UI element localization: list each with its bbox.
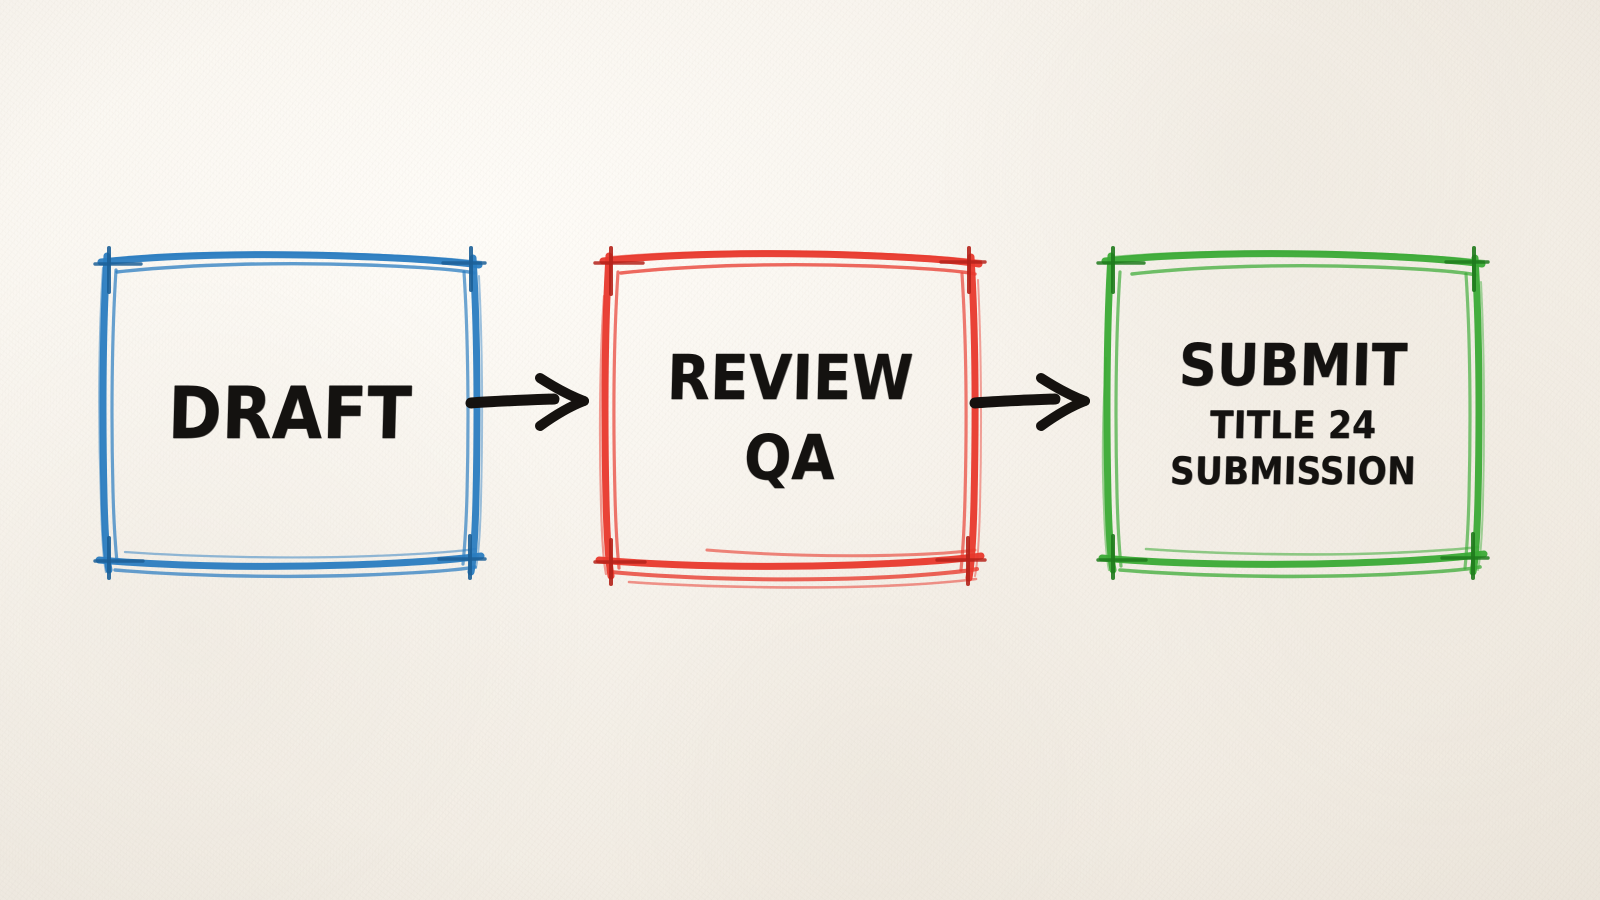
process-step-draft-label: DRAFT (95, 248, 485, 578)
flow-arrow-review-to-submit (969, 373, 1090, 431)
process-step-draft[interactable]: DRAFT (93, 246, 487, 580)
submit-line-2: TITLE 24 (1209, 403, 1377, 447)
draft-line-1: DRAFT (167, 371, 413, 455)
flow-arrow-draft-to-review (465, 373, 589, 431)
process-step-review-qa-label: REVIEW QA (595, 248, 985, 588)
sketch-rectangle-red (593, 246, 987, 589)
review-line-2: QA (743, 421, 837, 494)
review-line-1: REVIEW (665, 341, 915, 414)
process-step-submit[interactable]: SUBMIT TITLE 24 SUBMISSION (1096, 246, 1490, 580)
sketch-rectangle-blue (93, 246, 487, 580)
process-step-review-qa[interactable]: REVIEW QA (593, 246, 987, 589)
process-step-submit-label: SUBMIT TITLE 24 SUBMISSION (1098, 248, 1488, 578)
submit-line-1: SUBMIT (1177, 331, 1409, 399)
submit-line-3: SUBMISSION (1169, 449, 1417, 493)
sketch-rectangle-green (1096, 246, 1490, 580)
